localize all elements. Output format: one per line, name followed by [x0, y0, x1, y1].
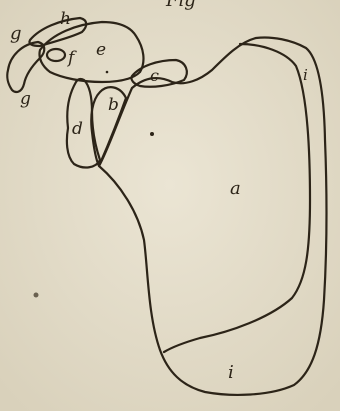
label-b: b: [108, 95, 119, 115]
label-e: e: [96, 40, 106, 60]
paper-speck: [34, 293, 39, 298]
label-a: a: [230, 178, 241, 199]
label-h: h: [60, 9, 71, 29]
ink-dot: [150, 132, 154, 136]
label-d: d: [72, 119, 83, 139]
ink-dot-small: [106, 71, 109, 74]
figure-heading: Fig: [165, 0, 196, 11]
label-g-lower: g: [20, 89, 31, 109]
label-c: c: [150, 66, 159, 85]
label-g-upper: g: [10, 23, 22, 44]
label-i-lower: i: [228, 362, 234, 383]
label-i-upper: i: [303, 66, 308, 84]
